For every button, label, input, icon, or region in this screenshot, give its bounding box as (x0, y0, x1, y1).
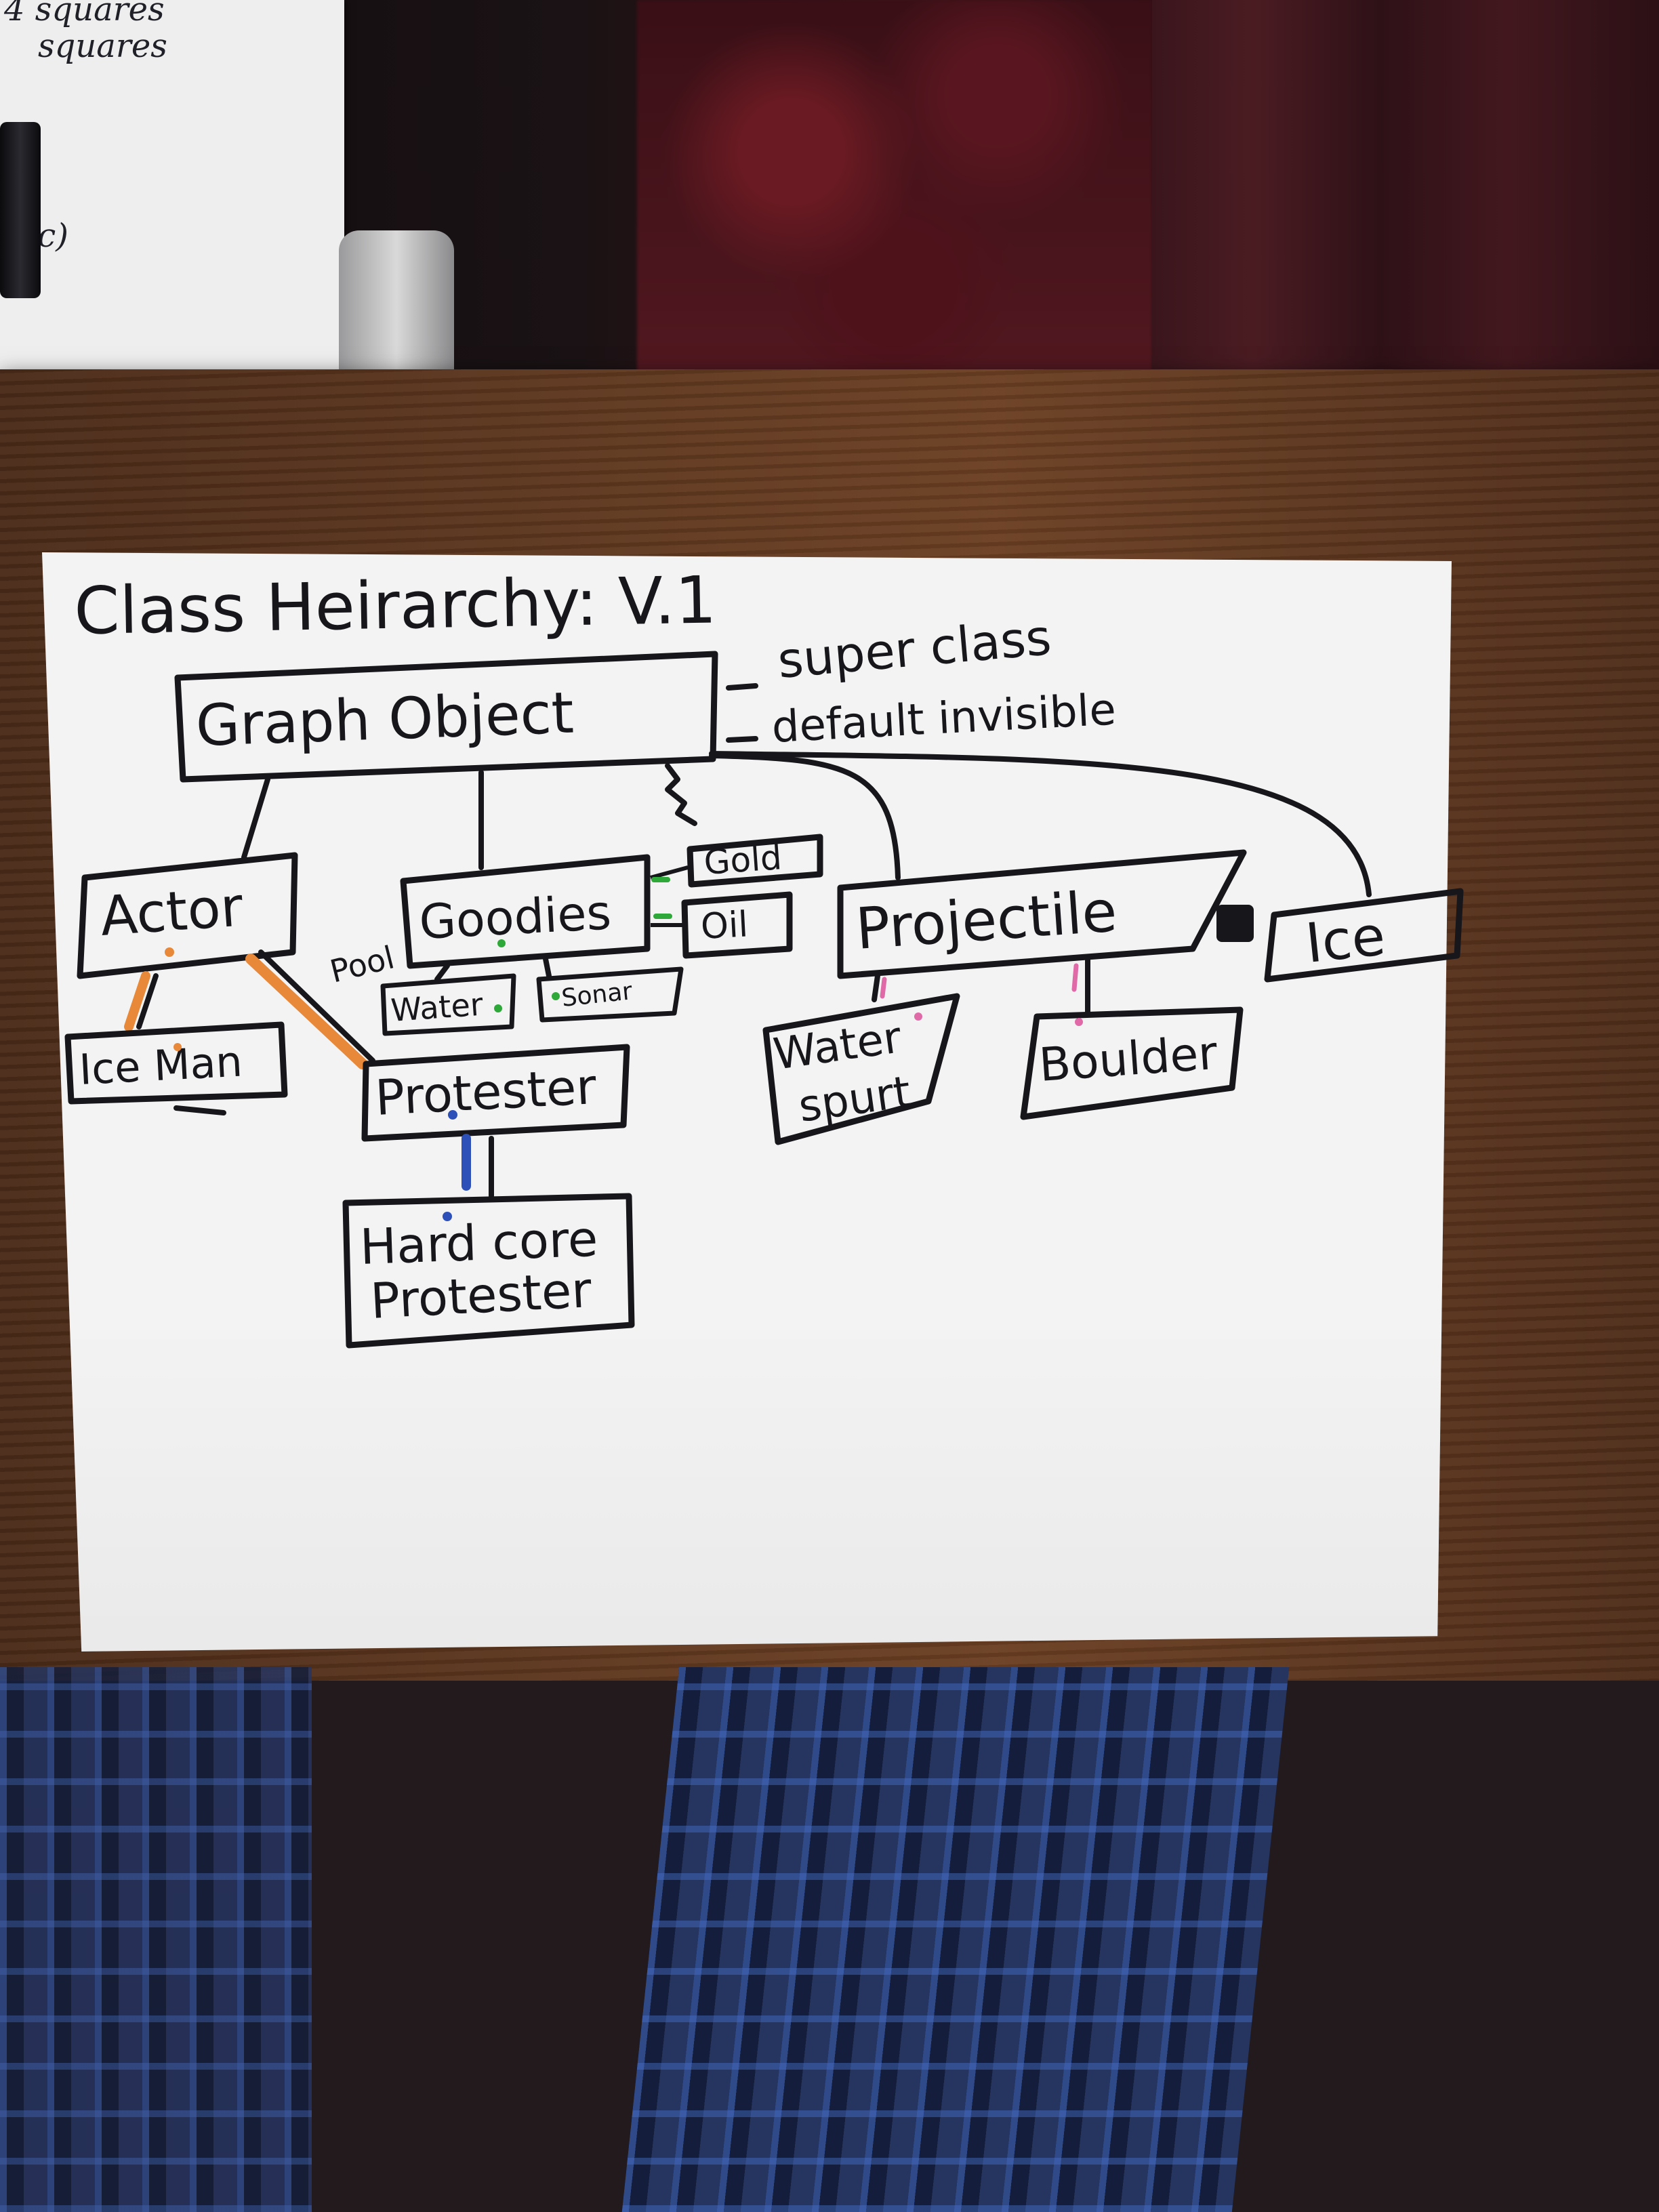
pink-mark-waterspurt (880, 977, 887, 999)
label-goodies: Goodies (418, 884, 613, 950)
notepad: 4 squares squares ic) (0, 0, 344, 380)
pen (0, 122, 41, 298)
green-dot-water (497, 939, 506, 947)
box-sonar (536, 966, 684, 1023)
edge-goodies-water (434, 963, 450, 982)
box-goodies (400, 854, 651, 969)
label-actor: Actor (98, 875, 245, 947)
box-hardcore-protester (342, 1193, 635, 1349)
annotation-dash-1 (726, 683, 758, 691)
box-graph-object (174, 651, 718, 783)
label-graph-object: Graph Object (194, 680, 575, 759)
label-pool: Pool (327, 939, 398, 989)
edge-root-actor (241, 777, 270, 860)
box-protester (361, 1044, 630, 1142)
ink-blot (1216, 905, 1254, 942)
label-hardcore-line2: Protester (369, 1261, 593, 1330)
edge-actor-iceman-orange (124, 971, 150, 1031)
green-dot-water-2 (494, 1004, 502, 1012)
label-waterspurt-line2: spurt (796, 1067, 914, 1132)
box-water (380, 973, 516, 1036)
annotation-dash-2 (726, 736, 758, 743)
edge-goodies-gold (650, 865, 689, 880)
box-waterspurt (762, 993, 960, 1145)
edge-actor-protester (258, 949, 375, 1063)
box-projectile (837, 849, 1247, 979)
pink-dot-boulder (1075, 1018, 1083, 1026)
blue-dot-hardcore (443, 1212, 452, 1221)
edge-actor-iceman (136, 973, 159, 1029)
annotation-super-class: super class (775, 609, 1053, 689)
diagram-title: Class Heirarchy: V.1 (73, 562, 717, 649)
edge-root-ice (709, 751, 1372, 897)
mug (339, 230, 454, 386)
box-actor (77, 852, 298, 979)
orange-dot-actor (165, 947, 174, 957)
scribble-mark (665, 763, 697, 826)
notepad-line-2: squares (38, 27, 167, 65)
box-oil (681, 891, 793, 959)
orange-dot-iceman (173, 1043, 182, 1051)
edge-root-projectile (709, 753, 901, 880)
notepad-line-1: 4 squares (4, 0, 165, 28)
edge-goodies-sonar (543, 956, 552, 979)
box-iceman (64, 1021, 288, 1105)
label-projectile: Projectile (854, 878, 1120, 962)
label-protester: Protester (373, 1058, 598, 1126)
annotation-default-invisible: default invisible (771, 684, 1118, 753)
paper-sheet (42, 552, 1452, 1652)
label-hardcore-line1: Hard core (359, 1210, 599, 1275)
green-dot-sonar (552, 992, 560, 1000)
blue-dot-protester (448, 1110, 457, 1120)
red-blanket (637, 0, 1152, 380)
plaid-pants-left (0, 1667, 312, 2212)
box-ice (1264, 888, 1464, 983)
label-boulder: Boulder (1038, 1027, 1219, 1092)
box-gold (687, 834, 823, 888)
label-water: Water (390, 986, 485, 1029)
label-gold: Gold (703, 838, 783, 882)
edge-projectile-waterspurt (872, 973, 880, 1002)
pink-mark-boulder (1071, 963, 1079, 992)
label-iceman: Ice Man (78, 1036, 244, 1094)
label-sonar: Sonar (560, 977, 634, 1012)
underline-iceman (173, 1105, 226, 1115)
pink-dot-waterspurt (914, 1012, 922, 1021)
edge-actor-protester-orange (245, 954, 368, 1069)
label-oil: Oil (700, 904, 750, 947)
box-boulder (1020, 1006, 1244, 1120)
label-ice: Ice (1303, 904, 1388, 975)
curtain (1152, 0, 1659, 380)
